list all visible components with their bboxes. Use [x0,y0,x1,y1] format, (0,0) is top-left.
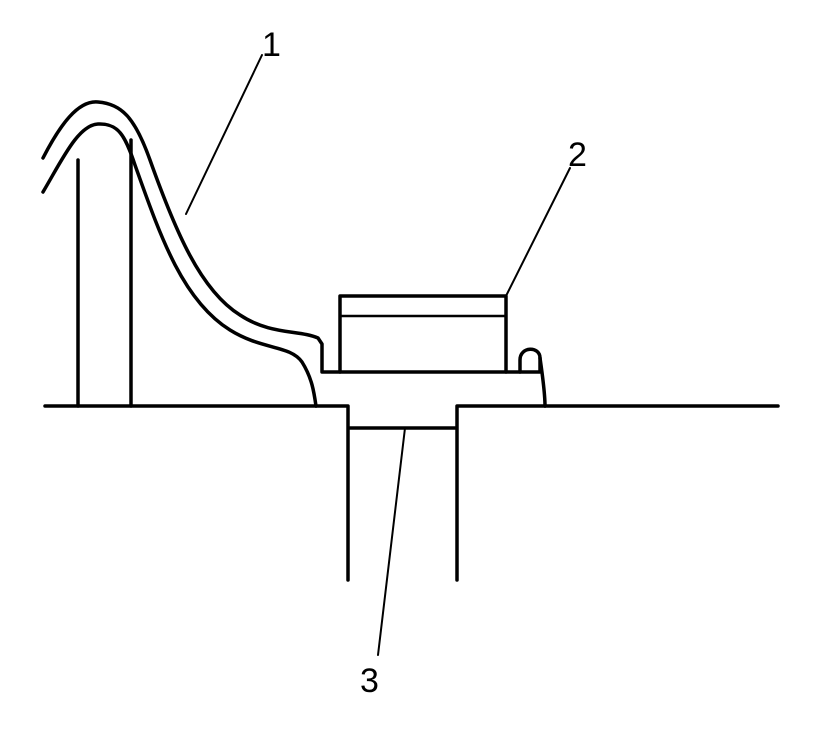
support-post [76,138,133,408]
callout-3: 3 [360,662,379,700]
callout-1: 1 [262,26,281,64]
cap-block [338,294,508,374]
spring-clip [41,100,547,408]
shaft-bore [314,404,547,582]
leader-lines [185,54,571,656]
callout-2: 2 [568,136,587,174]
